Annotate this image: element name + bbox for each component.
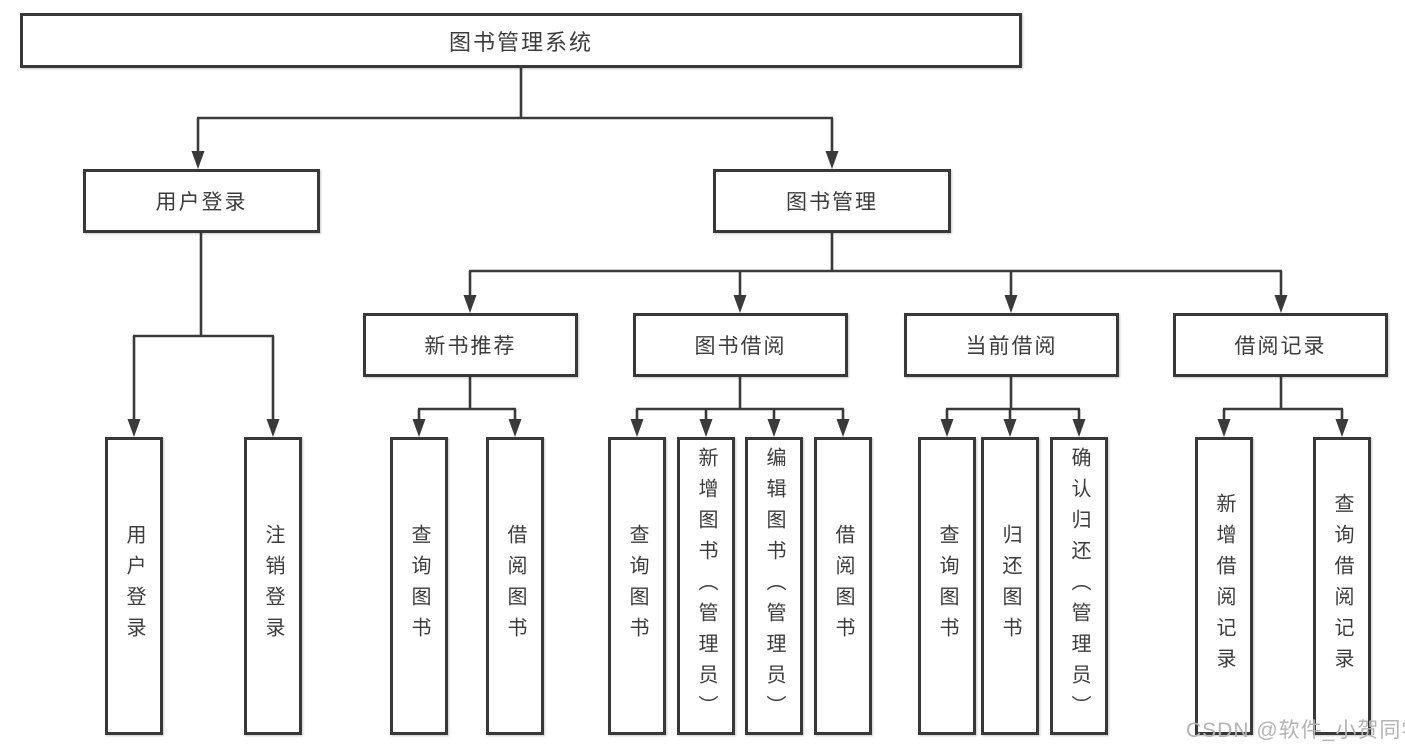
node-library-management-system: 图书管理系统 xyxy=(20,13,1022,68)
arrow-to-leaf-logout xyxy=(266,419,280,437)
leaf-add-book-admin: 新增图书（管理员） xyxy=(677,437,735,735)
leaf-user-login: 用户登录 xyxy=(105,437,163,735)
arrow-to-user-login xyxy=(191,151,205,169)
leaf-query-book-borrow: 查询图书 xyxy=(608,437,666,735)
node-label: 注销登录 xyxy=(262,524,284,648)
node-label: 新书推荐 xyxy=(424,335,517,358)
connector-root-split xyxy=(191,68,839,169)
connector-book-borrow-split xyxy=(630,377,850,437)
node-label: 查询借阅记录 xyxy=(1331,493,1353,679)
node-label: 用户登录 xyxy=(123,524,145,648)
node-label: 图书借阅 xyxy=(694,335,787,358)
csdn-watermark: CSDN @软件_小贺同学 xyxy=(1186,719,1405,742)
connector-user-login-split xyxy=(127,233,280,437)
leaf-query-book-current: 查询图书 xyxy=(918,437,976,735)
arrow-to-borrow-records xyxy=(1274,295,1288,313)
arrow-to-new-book-recommend xyxy=(463,295,477,313)
leaf-edit-book-admin: 编辑图书（管理员） xyxy=(745,437,803,735)
node-book-borrow: 图书借阅 xyxy=(633,313,848,377)
node-label: 借阅图书 xyxy=(832,524,854,648)
leaf-borrow-book: 借阅图书 xyxy=(814,437,872,735)
node-borrow-records: 借阅记录 xyxy=(1173,313,1388,377)
node-new-book-recommend: 新书推荐 xyxy=(363,313,578,377)
leaf-logout: 注销登录 xyxy=(244,437,302,735)
node-label: 当前借阅 xyxy=(965,335,1058,358)
arrow-to-book-borrow xyxy=(733,295,747,313)
node-label: 图书管理系统 xyxy=(448,29,593,55)
node-label: 新增图书（管理员） xyxy=(695,446,717,726)
node-current-borrow: 当前借阅 xyxy=(904,313,1119,377)
node-label: 查询图书 xyxy=(626,524,648,648)
node-user-login: 用户登录 xyxy=(83,169,320,233)
node-label: 查询图书 xyxy=(936,524,958,648)
node-label: 新增借阅记录 xyxy=(1213,493,1235,679)
node-label: 查询图书 xyxy=(408,524,430,648)
node-label: 借阅记录 xyxy=(1234,335,1327,358)
node-book-management: 图书管理 xyxy=(713,169,951,233)
node-label: 编辑图书（管理员） xyxy=(763,446,785,726)
connector-book-management-split xyxy=(463,233,1288,313)
leaf-add-borrow-record: 新增借阅记录 xyxy=(1195,437,1253,735)
node-label: 确认归还（管理员） xyxy=(1068,446,1090,726)
leaf-return-book: 归还图书 xyxy=(981,437,1039,735)
connector-new-book-recommend-split xyxy=(412,377,522,437)
arrow-to-current-borrow xyxy=(1004,295,1018,313)
arrow-to-book-management xyxy=(825,151,839,169)
leaf-query-borrow-record: 查询借阅记录 xyxy=(1313,437,1371,735)
leaf-query-book-recommend: 查询图书 xyxy=(390,437,448,735)
connector-current-borrow-split xyxy=(940,377,1086,437)
leaf-confirm-return-admin: 确认归还（管理员） xyxy=(1050,437,1108,735)
node-label: 借阅图书 xyxy=(504,524,526,648)
node-label: 用户登录 xyxy=(155,191,248,214)
leaf-borrow-book-recommend: 借阅图书 xyxy=(486,437,544,735)
node-label: 图书管理 xyxy=(786,191,878,214)
arrow-to-leaf-user-login xyxy=(127,419,141,437)
connector-borrow-records-split xyxy=(1217,377,1349,437)
node-label: 归还图书 xyxy=(999,524,1021,648)
